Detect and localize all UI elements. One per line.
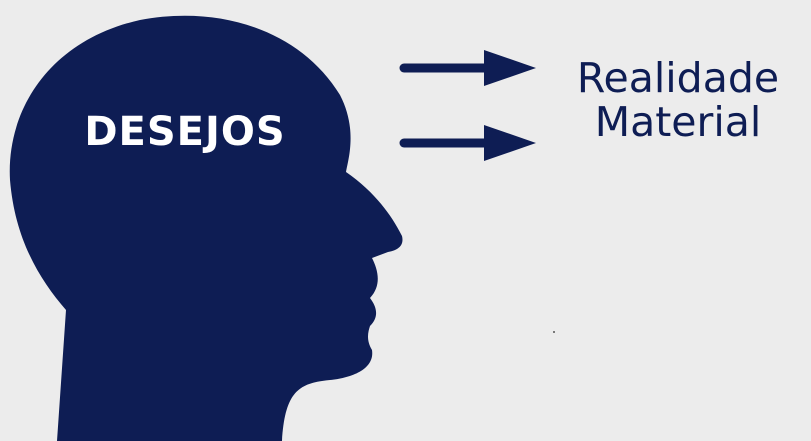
head-label: DESEJOS — [84, 109, 286, 155]
arrow-right-icon — [399, 125, 536, 161]
target-label-line2: Material — [594, 98, 762, 146]
head-silhouette-icon — [9, 15, 403, 441]
decorative-dot — [553, 331, 555, 333]
target-label-line1: Realidade — [576, 54, 780, 102]
arrow-right-icon — [399, 50, 536, 86]
target-label: Realidade Material — [553, 56, 803, 144]
